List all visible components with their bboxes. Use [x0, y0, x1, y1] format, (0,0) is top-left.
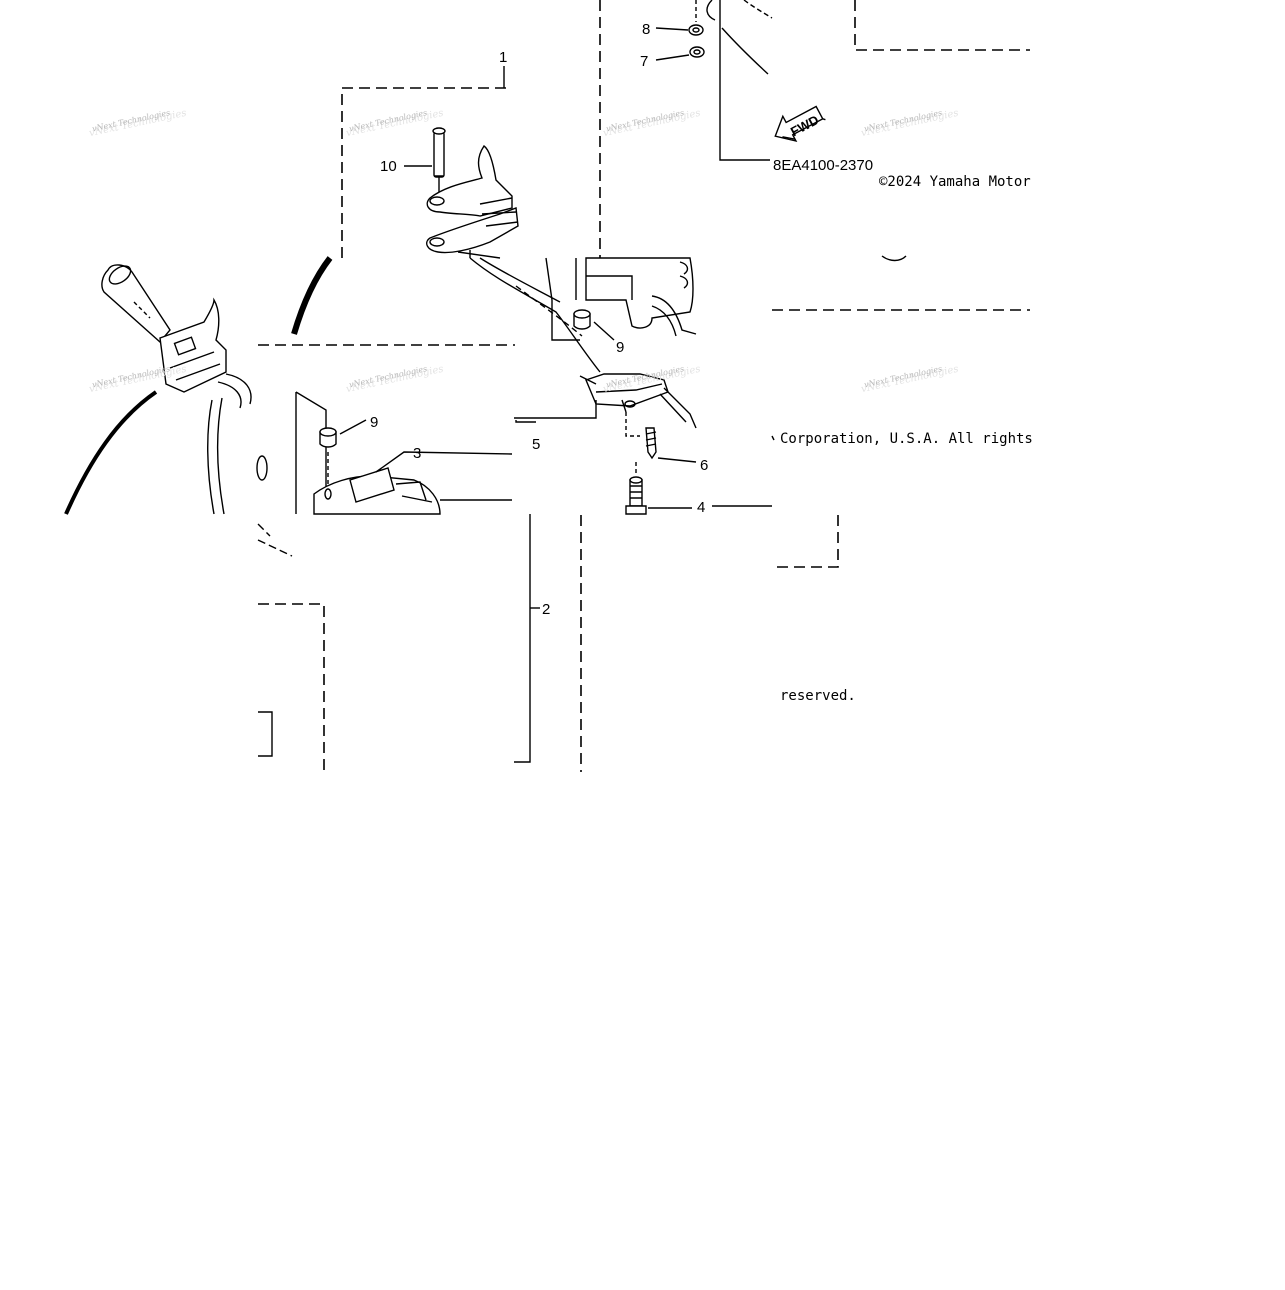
callout-1: 1 [499, 49, 507, 66]
callout-10: 10 [380, 158, 397, 175]
outline-right-lower [772, 515, 839, 568]
callout-8: 8 [642, 21, 650, 38]
switch-housing [295, 391, 513, 515]
leader-3 [375, 451, 513, 473]
leader-4 [648, 505, 772, 509]
copyright-line-2: Corporation, U.S.A. All rights [780, 431, 1033, 447]
bracket-2 [514, 514, 531, 763]
cable-arc-small [881, 255, 907, 262]
screw-6 [645, 427, 657, 460]
lever-assembly [404, 127, 519, 259]
cable-bracket-assembly [469, 257, 772, 515]
fwd-label: FWD [788, 112, 821, 139]
part-number: 8EA4100-2370 [773, 157, 873, 174]
outline-group-1 [341, 87, 510, 258]
callout-3: 3 [413, 445, 421, 462]
washer-7 [689, 46, 705, 58]
copyright-line-3: reserved. [780, 688, 856, 704]
callout-2: 2 [542, 601, 550, 618]
copyright-line-1: ©2024 Yamaha Motor [879, 174, 1031, 190]
outline-top-right [854, 0, 1030, 51]
leader-5 [514, 400, 597, 419]
callout-5: 5 [532, 436, 540, 453]
callout-6: 6 [700, 457, 708, 474]
callout-7: 7 [640, 53, 648, 70]
lever-lower [426, 207, 519, 254]
fwd-arrow-icon [774, 105, 826, 143]
throttle-cable-detail: FWD 8EA4100-2370 ©2024 Yamaha Motor [655, 0, 1031, 262]
lever-upper [426, 145, 513, 217]
outline-group-2-lower [258, 603, 325, 772]
lower-brackets [257, 514, 540, 763]
washer-8 [688, 24, 704, 36]
partno-leader [719, 0, 770, 161]
handlebar-grip [64, 256, 333, 515]
assembly-outlines [258, 0, 1030, 772]
bracket-left [258, 711, 273, 757]
cowl-edge [64, 390, 158, 515]
callout-4: 4 [697, 499, 705, 516]
callouts: 1 2 3 4 5 6 7 8 9 9 10 [370, 21, 708, 618]
callout-9-left: 9 [370, 414, 378, 431]
pin-10 [433, 131, 445, 178]
callout-9-right: 9 [616, 339, 624, 356]
bolt-4 [629, 479, 643, 507]
